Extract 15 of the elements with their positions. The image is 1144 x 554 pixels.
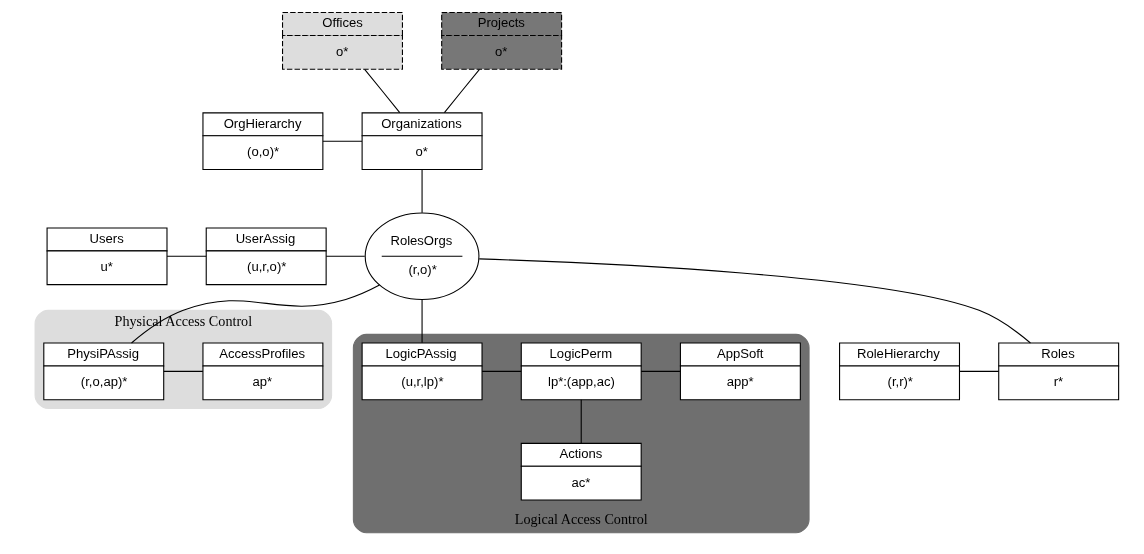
connector — [421, 299, 423, 344]
connector — [363, 68, 400, 114]
connector — [162, 370, 203, 372]
connector — [130, 284, 380, 344]
connector — [321, 140, 363, 142]
node-ellipse: RolesOrgs (r,o)* — [364, 212, 479, 301]
connector — [640, 370, 681, 372]
connector — [443, 68, 480, 114]
connector — [325, 255, 365, 257]
connector — [478, 258, 1031, 344]
connector — [481, 370, 522, 372]
connector — [421, 169, 423, 214]
connector — [580, 399, 582, 444]
connector — [166, 255, 207, 257]
connector — [958, 370, 999, 372]
